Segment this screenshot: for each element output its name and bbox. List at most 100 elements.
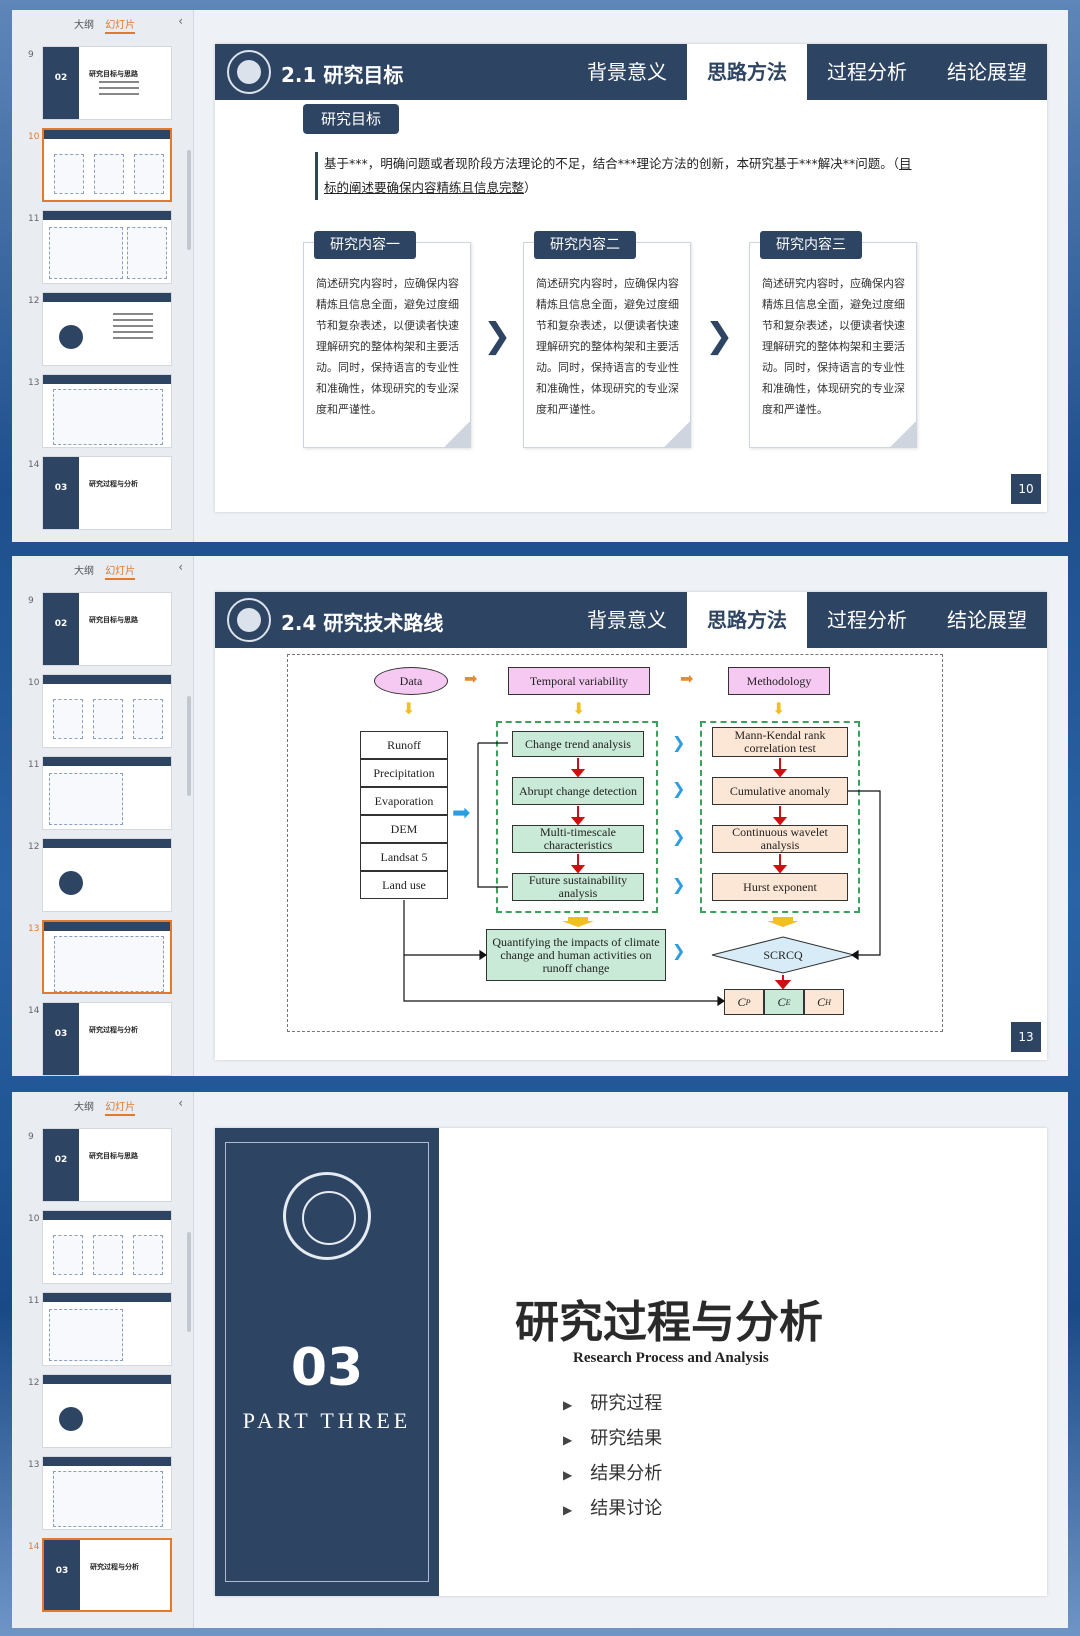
editor-window-3: 大纲 幻灯片 ‹ 9 02 研究目标与思路 10 11 12 13 — [12, 1092, 1068, 1628]
nav-tab-conclusion[interactable]: 结论展望 — [947, 60, 1027, 84]
tab-slides[interactable]: 幻灯片 — [105, 20, 136, 34]
slide-thumbnail-9[interactable]: 02 研究目标与思路 — [42, 46, 172, 120]
part-number: 03 — [290, 1338, 364, 1398]
chevron-right-icon: ❯ — [672, 941, 686, 960]
card-body: 简述研究内容时，应确保内容精炼且信息全面，避免过度细节和复杂表述，以便读者快速理… — [762, 277, 905, 416]
flowchart-frame: Data ➡ Temporal variability ➡ Methodolog… — [287, 654, 943, 1032]
collapse-icon[interactable]: ‹ — [178, 1096, 183, 1110]
method-node: Hurst exponent — [712, 873, 848, 901]
input-land-use: Land use — [360, 871, 448, 899]
thumb-title: 研究过程与分析 — [89, 1026, 138, 1034]
thumb-number: 9 — [28, 1132, 34, 1142]
page-number: 10 — [1011, 474, 1041, 504]
collapse-icon[interactable]: ‹ — [178, 14, 183, 28]
nav-tab-process[interactable]: 过程分析 — [827, 608, 907, 632]
slide-header: 2.4 研究技术路线 背景意义 思路方法 过程分析 结论展望 — [215, 592, 1047, 648]
thumb-title: 研究目标与思路 — [89, 1152, 138, 1160]
tab-outline[interactable]: 大纲 — [74, 1102, 94, 1113]
thumb-number: 12 — [28, 842, 40, 852]
pane-scrollbar[interactable] — [187, 1232, 191, 1332]
cover-panel: 03 PART THREE — [215, 1128, 439, 1596]
thumb-title: 研究目标与思路 — [89, 616, 138, 624]
page-curl-icon — [890, 421, 916, 447]
slide-thumbnail-12[interactable] — [42, 1374, 172, 1448]
thumb-title: 研究过程与分析 — [90, 1563, 139, 1571]
slide-thumbnail-9[interactable]: 02 研究目标与思路 — [42, 592, 172, 666]
card-tag: 研究内容三 — [760, 231, 862, 259]
input-precipitation: Precipitation — [360, 759, 448, 787]
slide-thumbnail-pane: 大纲 幻灯片 ‹ 9 02 研究目标与思路 10 11 12 — [12, 10, 194, 542]
card-body: 简述研究内容时，应确保内容精炼且信息全面，避免过度细节和复杂表述，以便读者快速理… — [536, 277, 679, 416]
slide-thumbnail-14[interactable]: 03 研究过程与分析 — [42, 456, 172, 530]
university-logo-icon — [227, 50, 271, 94]
slide-thumbnail-10[interactable] — [42, 674, 172, 748]
thumb-title: 研究目标与思路 — [89, 70, 138, 78]
collapse-icon[interactable]: ‹ — [178, 560, 183, 574]
arrow-down-icon: ⬇ — [402, 699, 416, 718]
slide-thumbnail-14[interactable]: 03 研究过程与分析 — [42, 1538, 172, 1612]
card-tag: 研究内容一 — [314, 231, 416, 259]
nav-tab-methods[interactable]: 思路方法 — [687, 592, 807, 648]
slide-thumbnail-14[interactable]: 03 研究过程与分析 — [42, 1002, 172, 1076]
slide-thumbnail-12[interactable] — [42, 292, 172, 366]
tab-outline[interactable]: 大纲 — [74, 20, 94, 31]
thumb-cover-bar: 02 — [43, 47, 79, 119]
slide-thumbnail-9[interactable]: 02 研究目标与思路 — [42, 1128, 172, 1202]
scrcq-label: SCRCQ — [763, 947, 803, 962]
nav-tab-process[interactable]: 过程分析 — [827, 60, 907, 84]
method-node: Mann-Kendal rank correlation test — [712, 727, 848, 757]
section-list: ▶研究过程 ▶研究结果 ▶结果分析 ▶结果讨论 — [563, 1386, 662, 1526]
university-logo-icon — [227, 598, 271, 642]
content-card-3: 研究内容三 简述研究内容时，应确保内容精炼且信息全面，避免过度细节和复杂表述，以… — [749, 231, 917, 448]
thumb-title: 研究过程与分析 — [89, 480, 138, 488]
slide-thumbnail-11[interactable] — [42, 1292, 172, 1366]
slide-thumbnail-13[interactable] — [42, 374, 172, 448]
section-subtitle: Research Process and Analysis — [573, 1350, 769, 1366]
list-item: ▶研究结果 — [563, 1421, 662, 1456]
thumb-number: 9 — [28, 596, 34, 606]
input-dem: DEM — [360, 815, 448, 843]
section-nav: 背景意义 思路方法 过程分析 结论展望 — [567, 44, 1047, 100]
editor-window-2: 大纲 幻灯片 ‹ 9 02 研究目标与思路 10 11 12 13 — [12, 556, 1068, 1076]
card-body: 简述研究内容时，应确保内容精炼且信息全面，避免过度细节和复杂表述，以便读者快速理… — [316, 277, 459, 416]
tab-outline[interactable]: 大纲 — [74, 566, 94, 577]
thumb-number: 11 — [28, 760, 40, 770]
slide-14: 03 PART THREE 研究过程与分析 Research Process a… — [215, 1128, 1047, 1596]
thumb-number: 10 — [28, 1214, 40, 1224]
flow-connectors — [403, 742, 881, 1007]
nav-tab-methods[interactable]: 思路方法 — [687, 44, 807, 100]
tab-slides[interactable]: 幻灯片 — [105, 1102, 136, 1116]
slide-thumbnail-11[interactable] — [42, 756, 172, 830]
slide-thumbnail-13[interactable] — [42, 1456, 172, 1530]
goal-tag: 研究目标 — [303, 104, 400, 134]
thumb-cover-bar: 03 — [43, 1003, 79, 1075]
nav-tab-background[interactable]: 背景意义 — [587, 60, 667, 84]
thumb-number: 14 — [28, 460, 40, 470]
analysis-group — [496, 721, 658, 913]
nav-tab-background[interactable]: 背景意义 — [587, 608, 667, 632]
thumb-number: 13 — [28, 378, 40, 388]
slide-thumbnail-13[interactable] — [42, 920, 172, 994]
pane-tabs: 大纲 幻灯片 — [74, 1098, 143, 1116]
input-evaporation: Evaporation — [360, 787, 448, 815]
page-curl-icon — [444, 421, 470, 447]
thumb-number: 10 — [28, 132, 40, 142]
slide-thumbnail-10[interactable] — [42, 128, 172, 202]
tab-slides[interactable]: 幻灯片 — [105, 566, 136, 580]
pane-scrollbar[interactable] — [187, 696, 191, 796]
temporal-node: Temporal variability — [508, 667, 650, 695]
slide-10: 2.1 研究目标 背景意义 思路方法 过程分析 结论展望 研究目标 基于***，… — [215, 44, 1047, 512]
list-item: ▶结果讨论 — [563, 1491, 662, 1526]
input-runoff: Runoff — [360, 731, 448, 759]
slide-thumbnail-12[interactable] — [42, 838, 172, 912]
slide-thumbnail-11[interactable] — [42, 210, 172, 284]
slide-13: 2.4 研究技术路线 背景意义 思路方法 过程分析 结论展望 Data ➡ Te… — [215, 592, 1047, 1060]
slide-thumbnail-10[interactable] — [42, 1210, 172, 1284]
nav-tab-conclusion[interactable]: 结论展望 — [947, 608, 1027, 632]
thumb-cover-bar: 03 — [44, 1540, 80, 1610]
section-nav: 背景意义 思路方法 过程分析 结论展望 — [567, 592, 1047, 648]
section-title: 研究过程与分析 — [515, 1297, 823, 1348]
pane-scrollbar[interactable] — [187, 150, 191, 250]
